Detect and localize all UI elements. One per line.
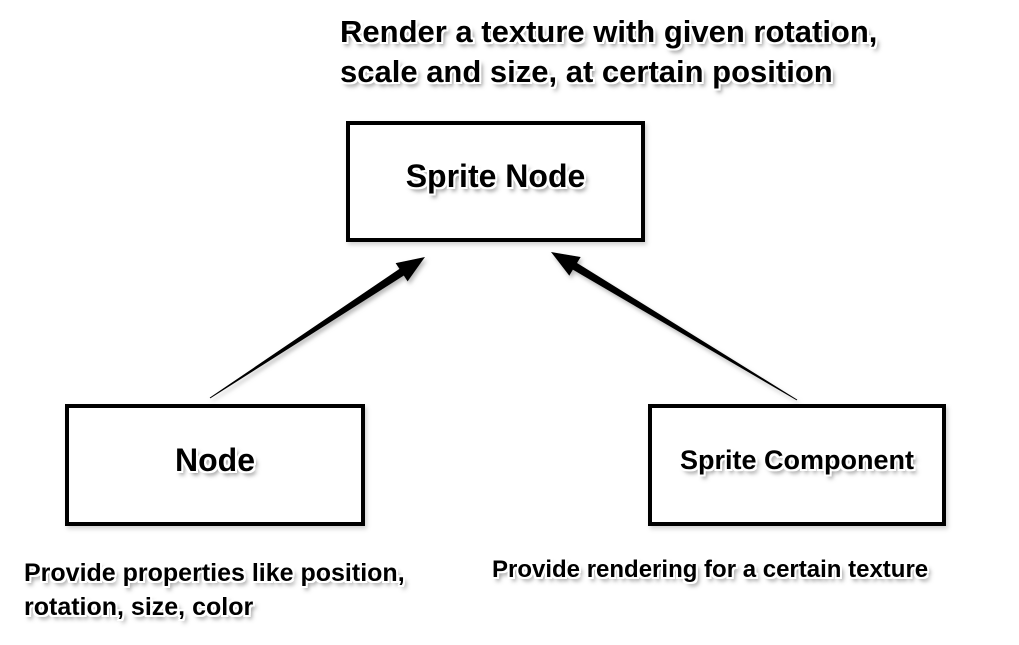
node-box: Node <box>65 404 365 526</box>
node-label: Node <box>175 441 255 478</box>
node-caption-line-1: Provide properties like position, <box>24 559 405 587</box>
diagram-title-line-1: Render a texture with given rotation, <box>340 14 878 49</box>
arrow-node-to-sprite-node <box>209 257 425 399</box>
node-caption-line-2: rotation, size, color <box>24 593 254 621</box>
sprite-node-label: Sprite Node <box>405 158 586 194</box>
sprite-component-box: Sprite Component <box>648 404 946 526</box>
diagram-title: Render a texture with given rotation, sc… <box>340 12 877 92</box>
sprite-component-caption-line-1: Provide rendering for a certain texture <box>492 556 929 583</box>
node-caption: Provide properties like position, rotati… <box>24 556 405 624</box>
sprite-component-label: Sprite Component <box>680 444 914 475</box>
arrow-sprite-component-to-sprite-node <box>551 252 798 401</box>
sprite-node-box: Sprite Node <box>346 121 645 242</box>
sprite-component-caption: Provide rendering for a certain texture <box>492 553 928 587</box>
diagram-title-line-2: scale and size, at certain position <box>340 54 833 89</box>
